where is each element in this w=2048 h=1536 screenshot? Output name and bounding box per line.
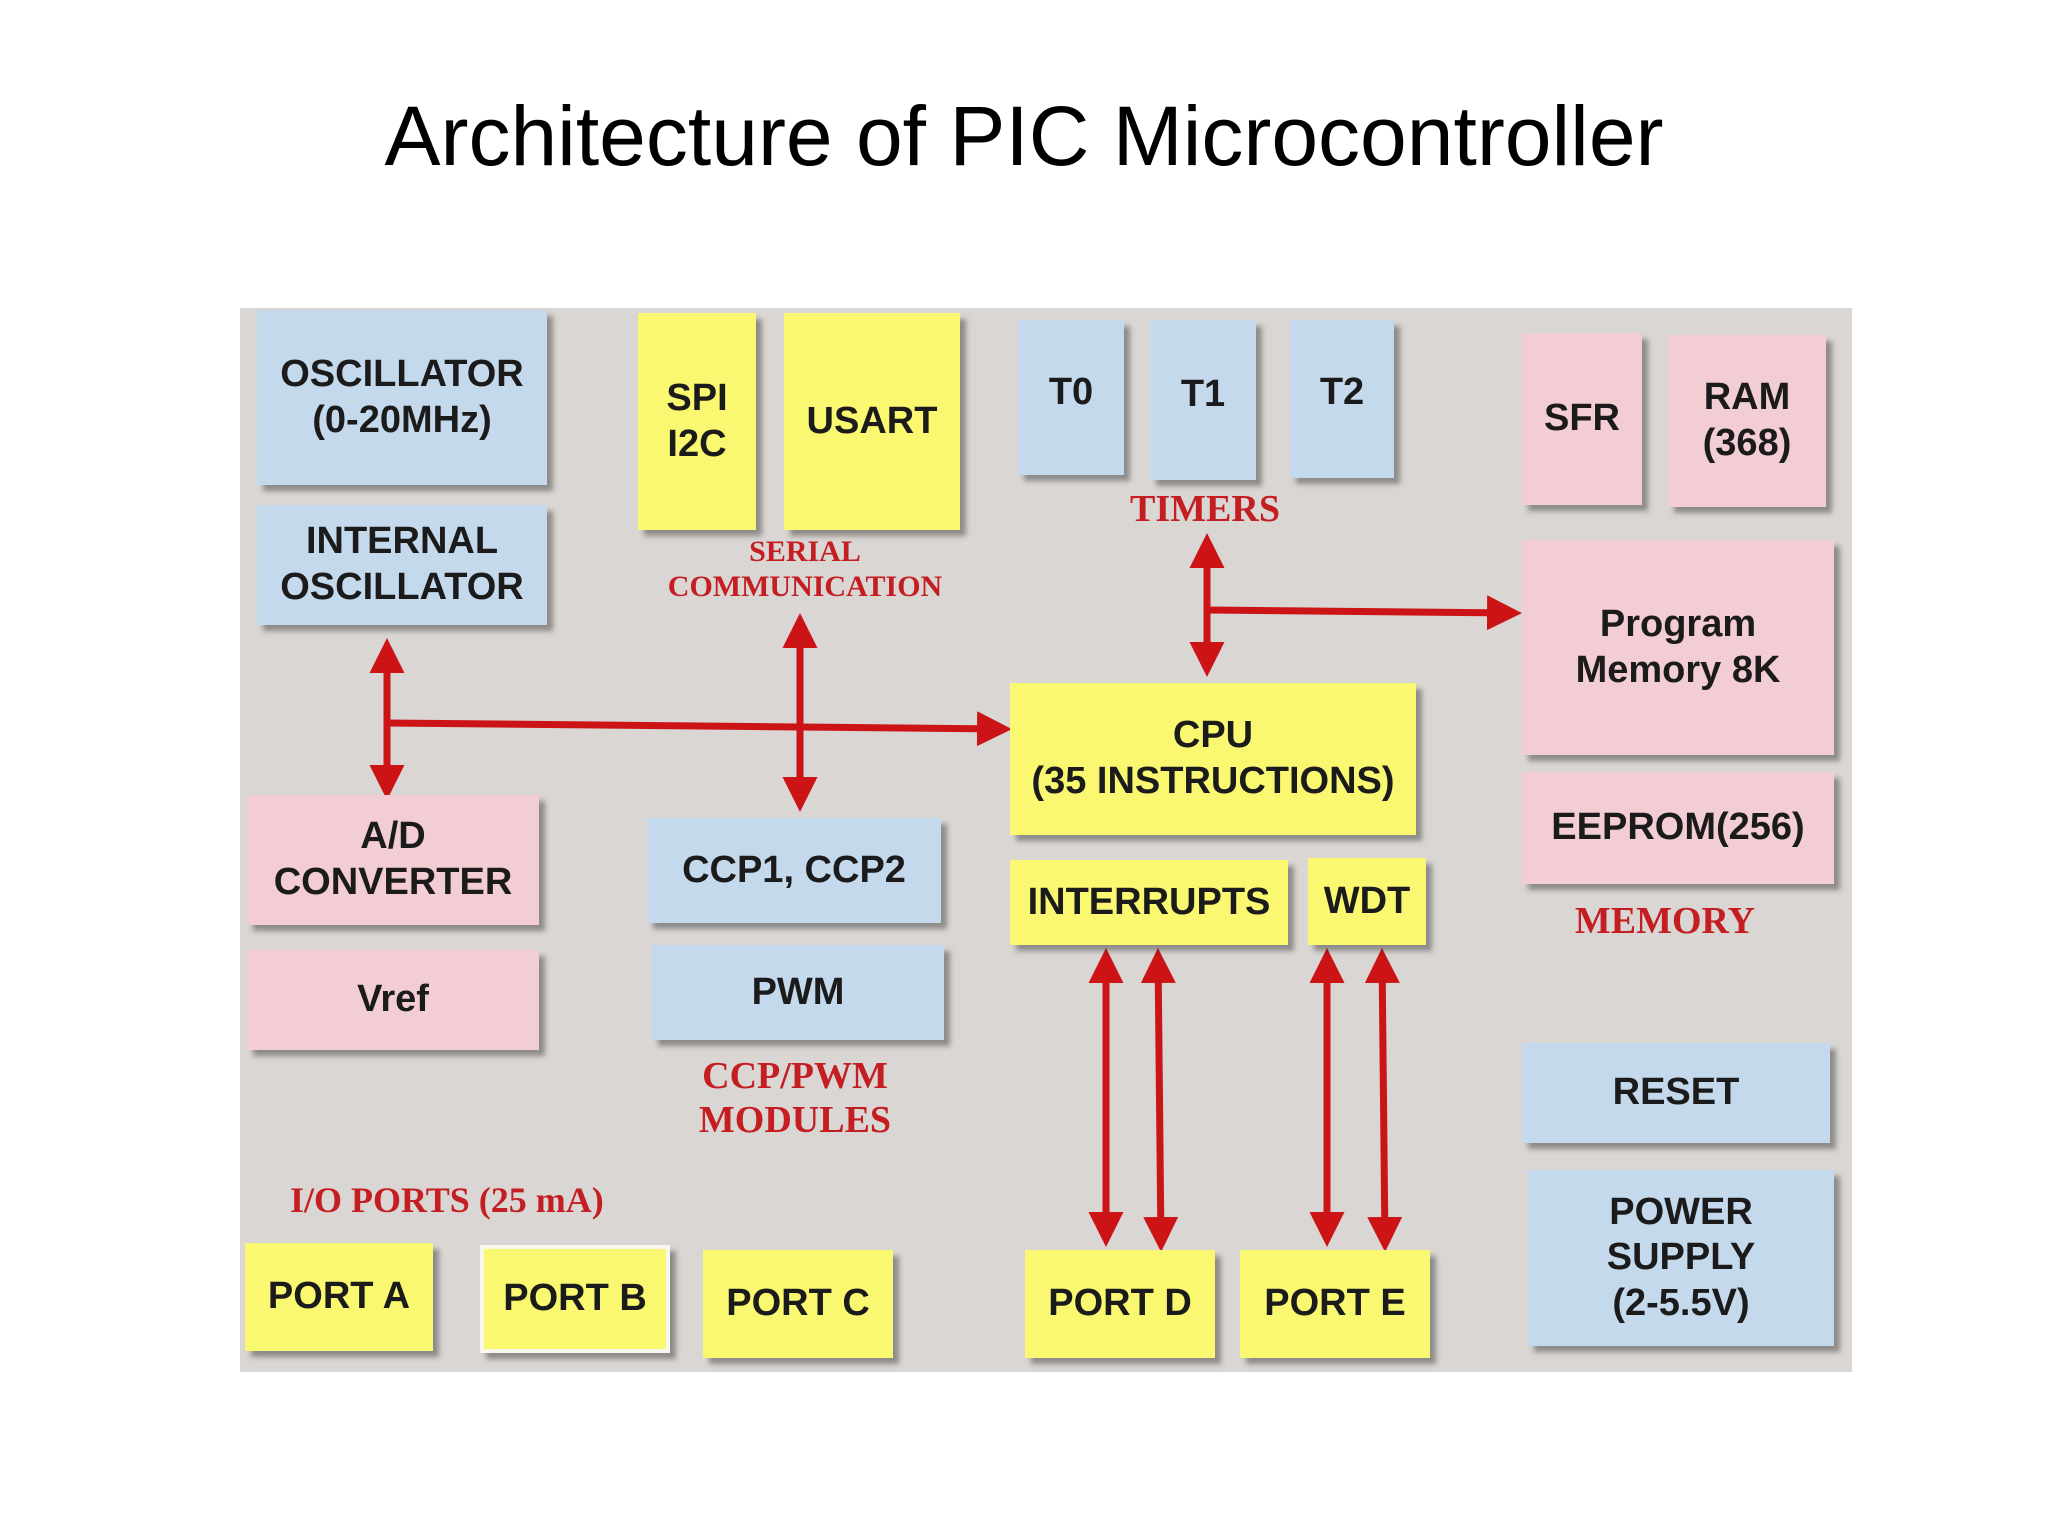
t0-label: T0	[1048, 371, 1094, 413]
oscillator-label-2: (0-20MHz)	[312, 398, 492, 441]
timer-t2-block: T2	[1290, 320, 1394, 478]
port-d-block: PORT D	[1025, 1250, 1215, 1358]
arrow-interrupts-portd-2	[1140, 948, 1179, 1252]
serial-label-2: COMMUNICATION	[667, 569, 943, 603]
sfr-label: SFR	[1544, 397, 1620, 440]
ccp-block: CCP1, CCP2	[647, 818, 941, 923]
arrow-wdt-porte-2	[1364, 948, 1403, 1252]
t1-label: T1	[1180, 373, 1226, 415]
spi-i2c-block: SPI I2C	[638, 313, 756, 530]
port-c-label: PORT C	[726, 1282, 870, 1325]
program-memory-label-2: Memory 8K	[1575, 648, 1781, 691]
usart-block: USART	[784, 313, 960, 530]
port-a-label: PORT A	[267, 1275, 411, 1318]
program-memory-label-1: Program	[1599, 602, 1757, 645]
power-supply-block: POWER SUPPLY (2-5.5V)	[1528, 1170, 1834, 1346]
i2c-label: I2C	[667, 422, 727, 465]
oscillator-block: OSCILLATOR (0-20MHz)	[257, 310, 547, 485]
internal-oscillator-label-2: OSCILLATOR	[280, 566, 524, 608]
eeprom-label: EEPROM(256)	[1551, 806, 1805, 849]
ram-label-1: RAM	[1703, 376, 1791, 419]
ccp-pwm-label-1: CCP/PWM	[702, 1055, 888, 1097]
ad-converter-label-1: A/D	[360, 815, 426, 858]
timer-t1-block: T1	[1150, 320, 1256, 480]
port-b-label: PORT B	[503, 1277, 647, 1320]
cpu-label-2: (35 INSTRUCTIONS)	[1031, 760, 1395, 802]
port-e-block: PORT E	[1240, 1250, 1430, 1358]
serial-communication-label: SERIAL COMMUNICATION	[660, 535, 950, 604]
internal-oscillator-label-1: INTERNAL	[305, 520, 499, 563]
wdt-label: WDT	[1323, 879, 1411, 922]
pwm-label: PWM	[751, 970, 845, 1013]
reset-label: RESET	[1612, 1071, 1740, 1114]
vref-label: Vref	[357, 978, 429, 1021]
reset-block: RESET	[1522, 1043, 1830, 1143]
serial-label-1: SERIAL	[749, 535, 861, 568]
power-supply-label-1: POWER	[1609, 1190, 1753, 1233]
ccp-pwm-modules-label: CCP/PWM MODULES	[650, 1055, 940, 1142]
power-supply-label-2: SUPPLY	[1606, 1236, 1756, 1279]
pwm-block: PWM	[652, 945, 944, 1040]
ad-converter-block: A/D CONVERTER	[247, 795, 539, 925]
oscillator-label-1: OSCILLATOR	[280, 352, 524, 395]
ccp-label: CCP1, CCP2	[682, 848, 906, 891]
port-a-block: PORT A	[245, 1243, 433, 1351]
internal-oscillator-block: INTERNAL OSCILLATOR	[257, 505, 547, 625]
memory-label: MEMORY	[1574, 900, 1756, 942]
port-c-block: PORT C	[703, 1250, 893, 1358]
arrow-bus-cpu	[386, 711, 1012, 747]
spi-label: SPI	[666, 376, 728, 419]
usart-label: USART	[806, 399, 938, 442]
cpu-label-1: CPU	[1172, 714, 1254, 757]
ram-block: RAM (368)	[1668, 335, 1826, 507]
interrupts-label: INTERRUPTS	[1027, 880, 1271, 923]
ram-label-2: (368)	[1702, 422, 1792, 464]
wdt-block: WDT	[1308, 858, 1426, 945]
sfr-block: SFR	[1522, 333, 1642, 505]
arrow-cpu-program-memory	[1206, 595, 1522, 631]
port-e-label: PORT E	[1264, 1282, 1406, 1325]
io-ports-label: I/O PORTS (25 mA)	[290, 1180, 604, 1220]
port-d-label: PORT D	[1048, 1282, 1192, 1325]
timers-label: TIMERS	[1130, 488, 1280, 530]
power-supply-label-3: (2-5.5V)	[1612, 1281, 1750, 1324]
ccp-pwm-label-2: MODULES	[698, 1098, 892, 1141]
program-memory-block: Program Memory 8K	[1522, 540, 1834, 755]
ad-converter-label-2: CONVERTER	[273, 861, 513, 903]
interrupts-block: INTERRUPTS	[1010, 860, 1288, 945]
vref-block: Vref	[247, 950, 539, 1050]
cpu-block: CPU (35 INSTRUCTIONS)	[1010, 683, 1416, 835]
port-b-block: PORT B	[480, 1245, 670, 1353]
eeprom-block: EEPROM(256)	[1522, 772, 1834, 884]
page-title: Architecture of PIC Microcontroller	[384, 89, 1664, 183]
timer-t0-block: T0	[1018, 320, 1124, 475]
t2-label: T2	[1319, 371, 1365, 413]
